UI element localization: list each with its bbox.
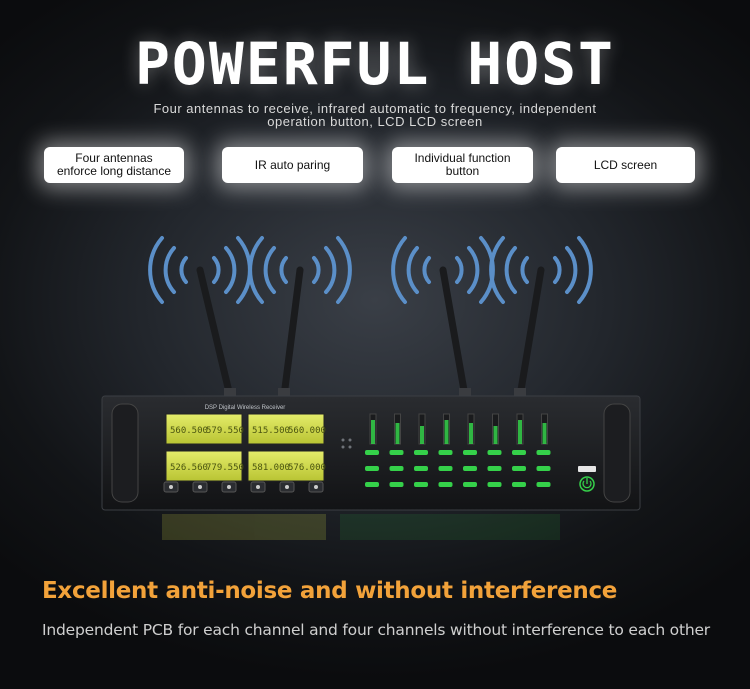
channel-button: [463, 482, 477, 487]
model-label: DSP Digital Wireless Receiver: [205, 405, 286, 411]
lcd-readout: 560.500: [170, 426, 208, 436]
feature-badge-ir: IR auto paring: [222, 147, 363, 183]
lcd-readout: 579.550: [206, 426, 244, 436]
level-meter-fill: [493, 426, 498, 444]
channel-button: [365, 482, 379, 487]
lcd-readout: 515.500: [252, 426, 290, 436]
channel-button: [389, 482, 404, 487]
channel-button: [438, 450, 453, 455]
channel-button: [536, 450, 551, 455]
rack-handle-right: [603, 403, 631, 503]
subtitle: Four antennas to receive, infrared autom…: [100, 102, 650, 128]
level-meter-fill: [371, 420, 375, 444]
channel-button: [536, 482, 551, 487]
level-meter-fill: [469, 423, 473, 444]
level-meter-fill: [518, 420, 522, 444]
ir-sensor-dots: [341, 438, 352, 449]
lcd-readout: 560.000: [288, 426, 326, 436]
description: Independent PCB for each channel and fou…: [42, 621, 710, 639]
channel-button: [438, 466, 453, 471]
channel-button: [463, 450, 477, 455]
channel-button: [365, 466, 379, 471]
antenna-icon: [196, 266, 545, 400]
level-meter-fill: [420, 426, 424, 444]
badge-text: Four antennas: [75, 151, 153, 165]
level-meter-fill: [542, 423, 547, 444]
signal-wave-icon: [148, 236, 593, 304]
channel-button: [414, 466, 428, 471]
channel-button: [487, 466, 502, 471]
channel-button: [365, 450, 379, 455]
subtitle-line-2: operation button, LCD LCD screen: [267, 114, 483, 129]
lcd-readout: 581.000: [252, 463, 290, 473]
channel-button: [487, 482, 502, 487]
lcd-readout: 576.000: [288, 463, 326, 473]
channel-button: [414, 450, 428, 455]
level-meter-fill: [444, 420, 449, 444]
device-reflection: [162, 514, 560, 540]
lcd-readout: 526.560: [170, 463, 208, 473]
channel-button: [487, 450, 502, 455]
badge-text: Individual function: [414, 151, 511, 165]
badge-text: button: [445, 164, 480, 178]
channel-strips: [365, 413, 551, 487]
headline: Excellent anti-noise and without interfe…: [42, 578, 618, 604]
channel-button: [414, 482, 428, 487]
badge-text: IR auto paring: [254, 157, 331, 172]
channel-button: [389, 466, 404, 471]
channel-button: [512, 466, 526, 471]
channel-button: [389, 450, 404, 455]
channel-button: [463, 466, 477, 471]
lcd-readout: 779.550: [206, 463, 244, 473]
channel-button: [512, 482, 526, 487]
badge-text: enforce long distance: [56, 164, 172, 178]
level-meter-fill: [395, 423, 400, 444]
page-title: POWERFUL HOST: [135, 30, 615, 98]
channel-button: [512, 450, 526, 455]
rack-handle-left: [111, 403, 139, 503]
ir-window: [578, 466, 596, 472]
subtitle-line-1: Four antennas to receive, infrared autom…: [153, 101, 597, 116]
channel-button: [536, 466, 551, 471]
channel-button: [438, 482, 453, 487]
lcd-screen: 560.500 579.550 515.500 560.000 526.560 …: [165, 413, 326, 482]
badge-text: LCD screen: [593, 157, 658, 172]
receiver-illustration: DSP Digital Wireless Receiver 560.500 57…: [101, 236, 641, 540]
feature-badge-lcd: LCD screen: [556, 147, 695, 183]
